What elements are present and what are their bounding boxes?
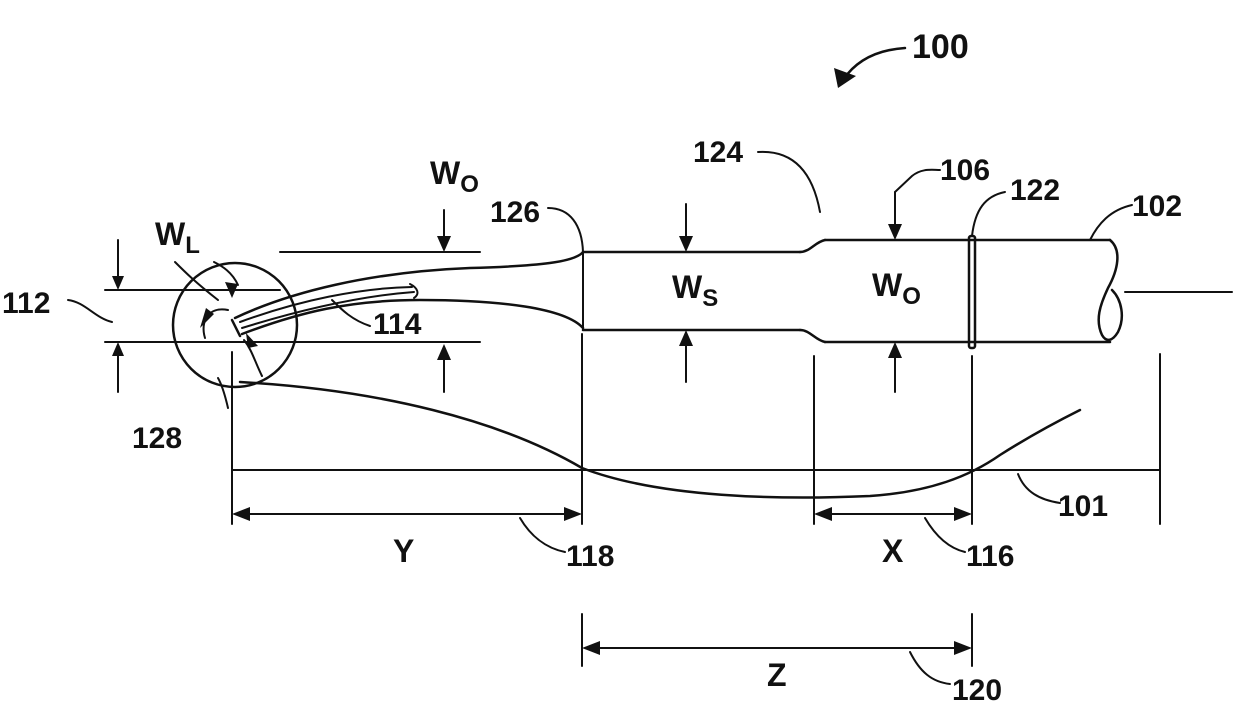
arrow-100 [834,48,905,88]
label-ws: WS [672,269,718,312]
label-102: 102 [1132,190,1182,223]
label-106: 106 [940,154,990,187]
label-128: 128 [132,422,182,455]
extension-lines [232,334,1160,666]
label-124: 124 [693,136,743,169]
label-y: Y [393,533,414,569]
label-wo-mid: WO [872,267,921,310]
label-wo-top: WO [430,155,479,198]
leader-lines [175,152,1132,408]
label-126: 126 [490,196,540,229]
label-100: 100 [912,28,969,66]
label-112: 112 [2,287,50,320]
label-114: 114 [373,308,422,341]
label-122: 122 [1010,174,1060,207]
label-120: 120 [952,674,1002,707]
label-x: X [882,533,904,569]
label-wl: WL [155,216,200,259]
deflection-curve [232,382,1160,503]
label-116: 116 [966,540,1014,573]
label-118: 118 [566,540,614,573]
label-z: Z [767,657,787,693]
label-101: 101 [1058,490,1108,523]
